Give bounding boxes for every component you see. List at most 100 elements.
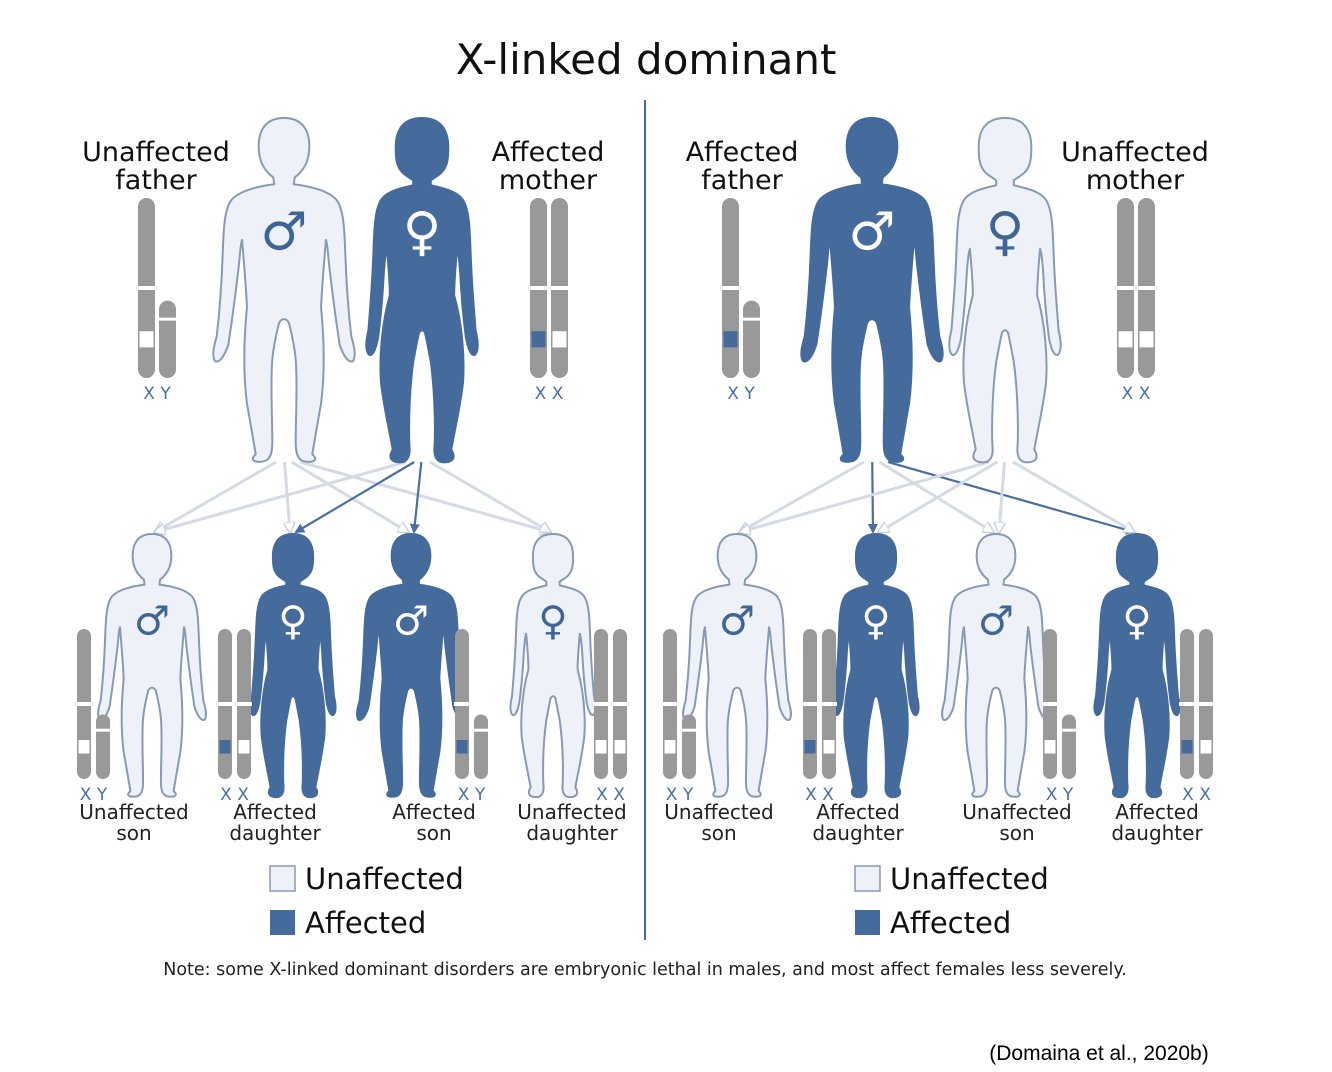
centromere	[1116, 286, 1135, 290]
unaffected-allele-marker	[823, 740, 835, 754]
x-chromosome	[529, 198, 548, 378]
chromosome-labels: X Y	[458, 785, 486, 805]
legend-swatch-affected	[270, 910, 295, 935]
child-chromosomes: X Y	[76, 629, 111, 805]
unaffected-allele-marker	[1118, 331, 1133, 348]
child-label-line1: Unaffected	[79, 800, 189, 824]
legend-label-unaffected: Unaffected	[305, 862, 464, 896]
affected-allele-marker	[804, 740, 816, 754]
child-figure-son: ♂	[97, 533, 207, 798]
child-label-line1: Unaffected	[962, 800, 1072, 824]
inheritance-arrow-unaffected	[1012, 460, 1134, 532]
chromosome-labels: X Y	[666, 785, 694, 805]
x-chromosome	[1137, 198, 1156, 378]
x-chromosome	[137, 198, 156, 378]
centromere	[529, 286, 548, 290]
centromere	[721, 286, 740, 290]
chromosome-labels: X Y	[727, 384, 755, 404]
centromere	[158, 317, 177, 321]
child-label-line1: Affected	[233, 800, 317, 824]
x-chromosome	[1179, 629, 1195, 779]
parent-figure-mother: ♀	[365, 117, 479, 464]
legend-swatch-unaffected	[269, 865, 296, 892]
legend-label-affected: Affected	[305, 906, 426, 940]
child-label-line2: son	[416, 821, 451, 845]
person-silhouette	[365, 117, 479, 464]
inheritance-arrow-unaffected	[283, 461, 290, 532]
y-chromosome	[95, 714, 111, 779]
x-chromosome	[217, 629, 233, 779]
child-figure-daughter: ♀	[509, 533, 597, 799]
parent-chromosomes: X X	[1116, 198, 1156, 404]
affected-allele-marker	[1181, 740, 1193, 754]
centromere	[1198, 702, 1214, 706]
chromosome-labels: X X	[1182, 785, 1211, 805]
centromere	[742, 317, 761, 321]
centromere	[95, 728, 111, 732]
person-silhouette	[682, 533, 792, 798]
centromere	[217, 702, 233, 706]
child-label-line2: daughter	[1111, 821, 1203, 845]
centromere	[681, 728, 697, 732]
x-chromosome	[454, 629, 470, 779]
child-label-line1: Affected	[1115, 800, 1199, 824]
centromere	[454, 702, 470, 706]
affected-allele-marker	[723, 331, 738, 348]
female-symbol-icon: ♀	[1122, 599, 1151, 645]
unaffected-allele-marker	[1200, 740, 1212, 754]
chromosome-labels: X X	[596, 785, 625, 805]
parent-label-line1: Unaffected	[82, 137, 230, 168]
person-silhouette	[509, 533, 597, 799]
affected-allele-marker	[531, 331, 546, 348]
unaffected-allele-marker	[552, 331, 567, 348]
child-label-line2: daughter	[229, 821, 321, 845]
person-silhouette	[800, 117, 944, 463]
inheritance-arrow-unaffected	[155, 460, 277, 532]
legend-label-affected: Affected	[890, 906, 1011, 940]
person-silhouette	[212, 117, 356, 463]
inheritance-arrow-unaffected	[740, 460, 865, 532]
child-label-line1: Affected	[392, 800, 476, 824]
child-label-line2: son	[701, 821, 736, 845]
affected-allele-marker	[456, 740, 468, 754]
chromosome-labels: X Y	[1046, 785, 1074, 805]
affected-allele-marker	[219, 740, 231, 754]
chromosome-body	[159, 300, 176, 378]
y-chromosome	[681, 714, 697, 779]
parent-label-line2: father	[115, 165, 197, 196]
inheritance-arrow-unaffected	[155, 460, 407, 532]
inheritance-arrow-unaffected	[290, 460, 408, 532]
footnote: Note: some X-linked dominant disorders a…	[163, 960, 1127, 980]
chromosome-body	[1062, 714, 1076, 779]
centromere	[1061, 728, 1077, 732]
child-chromosomes: X Y	[454, 629, 489, 805]
unaffected-allele-marker	[238, 740, 250, 754]
child-chromosomes: X Y	[662, 629, 697, 805]
person-silhouette	[249, 533, 337, 799]
person-silhouette	[941, 533, 1051, 798]
child-chromosomes: X X	[802, 629, 837, 805]
x-chromosome	[802, 629, 818, 779]
inheritance-arrow-affected	[294, 461, 415, 534]
y-chromosome	[158, 300, 177, 378]
legend-label-unaffected: Unaffected	[890, 862, 1049, 896]
centromere	[1179, 702, 1195, 706]
female-symbol-icon: ♀	[861, 599, 890, 645]
y-chromosome	[742, 300, 761, 378]
child-chromosomes: X X	[1179, 629, 1214, 805]
y-chromosome	[1061, 714, 1077, 779]
parent-figure-mother: ♀	[948, 117, 1062, 464]
centromere	[1042, 702, 1058, 706]
child-label-line2: daughter	[812, 821, 904, 845]
child-figure-daughter: ♀	[1093, 533, 1181, 799]
